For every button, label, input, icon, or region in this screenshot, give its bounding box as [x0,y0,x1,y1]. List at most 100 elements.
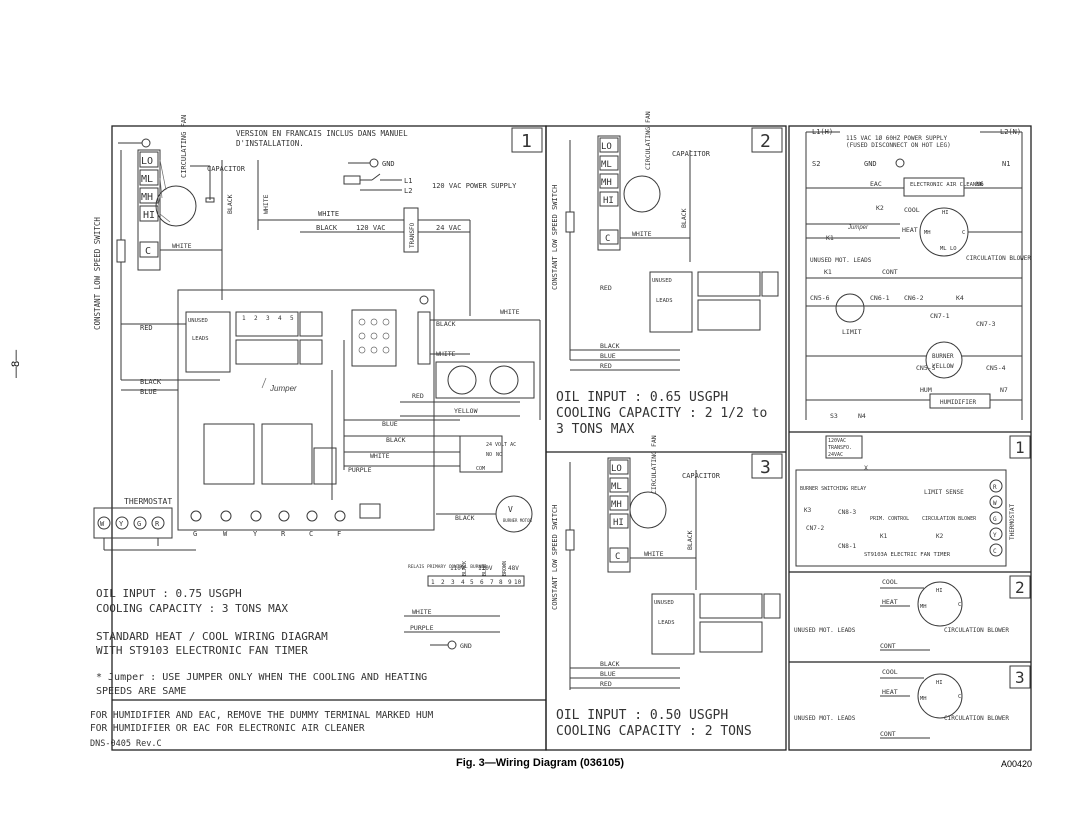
jumper-note-2: SPEEDS ARE SAME [96,686,186,697]
panel2-cooling-capacity-1: COOLING CAPACITY : 2 1/2 to [556,406,767,421]
white-wire-1: WHITE [262,194,270,214]
jumper-note-1: * Jumper : USE JUMPER ONLY WHEN THE COOL… [96,672,427,683]
svg-text:BROWN: BROWN [502,561,508,576]
red-label: RED [140,324,153,332]
ladder-k1c: K1 [880,533,888,540]
board-screw-terminals: G W Y R C F [190,510,346,538]
blue-label-mid: BLUE [382,420,398,428]
bt-3: 3 [266,315,270,322]
ladder-humidifier: HUMIDIFIER [940,399,977,406]
blower-motor-2 [917,581,963,627]
ladder-cn5-5: CN5-5 [916,364,936,372]
rt-10: 10 [514,579,522,586]
p2-tap-lo: LO [601,142,612,152]
p2-tap-mh: MH [601,178,612,188]
m1-hi: HI [942,210,949,216]
p3-tap-hi: HI [613,518,624,528]
bs-g: G [193,530,197,538]
m2-mh: MH [920,604,927,610]
m1-mh: MH [924,230,931,236]
p2-speed-switch: CONSTANT LOW SPEED SWITCH [551,185,559,290]
relay-nc: NC [496,452,502,458]
tap-hi: HI [143,210,155,221]
p3-unused: UNUSED [654,600,674,606]
svg-text:BLUE: BLUE [482,564,488,576]
ladder-thermostat: THERMOSTAT [1009,503,1016,540]
ladder-burner: BURNER [932,353,954,360]
capacitor-2 [489,365,519,395]
bs-f: F [337,530,341,538]
s2-heat: HEAT [882,598,898,606]
ladder-eac-label: ELECTRONIC AIR CLEANER [910,182,984,188]
panel2-cooling-capacity-2: 3 TONS MAX [556,422,634,437]
s3-circulation: CIRCULATION BLOWER [944,715,1009,722]
p3-black2: BLACK [600,660,620,668]
rt-9: 9 [508,579,512,586]
burner-motor-label: BURNER MOTOR [503,518,532,523]
panel3-cooling-capacity: COOLING CAPACITY : 2 TONS [556,724,752,739]
m1-lo: LO [950,246,957,252]
l2-label: L2 [404,187,412,195]
ladder-s3: S3 [830,412,838,420]
page-number: —8— [10,349,22,378]
panel2-oil-input: OIL INPUT : 0.65 USGPH [556,390,728,405]
ladder-cn5-4: CN5-4 [986,364,1006,372]
tt-g: G [137,520,141,528]
ladder-k1b: K1 [824,268,832,276]
ladder-transfo: TRANSFO. [828,445,852,451]
bs-c: C [309,530,313,538]
relay-primary-label: RELAIS PRIMARY CONTROL BURNER [408,564,487,570]
white-label-mid: WHITE [500,308,520,316]
p3-tap-c: C [615,552,620,562]
ladder-burner-relay: BURNER SWITCHING RELAY [800,486,866,492]
transformer-label: TRANSFO [409,222,416,248]
ladder-supply-2: (FUSED DISCONNECT ON HOT LEG) [846,142,951,149]
panel3-number: 3 [760,457,771,478]
l1-label: L1 [404,177,412,185]
rt-2: 2 [441,579,445,586]
m3-c: C [958,694,961,700]
p3-capacitor: CAPACITOR [682,472,721,480]
jumper-label: Jumper [269,384,297,393]
capacitor-label: CAPACITOR [207,165,246,173]
ladder-24vac: 24VAC [828,452,843,458]
version-note-2: D'INSTALLATION. [236,139,304,148]
p3-tap-mh: MH [611,500,622,510]
white-label-top: WHITE [318,210,339,218]
ladder-limit: LIMIT [842,328,862,336]
ladder-cool: COOL [904,206,920,214]
rt-7: 7 [490,579,494,586]
ladder-gnd: GND [864,160,877,168]
ladder-k2: K2 [876,204,884,212]
ladder-k2c: K2 [936,533,944,540]
lt-r: R [993,484,997,491]
white-label-mid3: WHITE [370,452,390,460]
leads-label: LEADS [192,336,209,342]
red-label-cap: RED [412,392,424,400]
gnd-label: GND [382,160,395,168]
speed-taps: LO ML MH HI C [139,151,159,258]
thermostat-terminals: W Y G R [97,516,165,530]
lt-c: C [993,548,997,555]
speed-switch-label: CONSTANT LOW SPEED SWITCH [93,217,102,330]
purple-label-bottom: PURPLE [410,624,434,632]
tap-ml: ML [141,174,153,185]
p3-speed-switch: CONSTANT LOW SPEED SWITCH [551,505,559,610]
s3-cont: CONT [880,730,896,738]
ladder-n7: N7 [1000,386,1008,394]
black-label-low: BLACK [140,378,162,386]
tt-w: W [100,520,105,528]
lt-g: G [993,516,997,523]
ladder-thermo-terminals: R W G Y C [989,479,1003,557]
ladder-cn6-2: CN6-2 [904,294,924,302]
tt-r: R [155,520,160,528]
s3-heat: HEAT [882,688,898,696]
p2-black: BLACK [680,208,688,228]
gnd-bottom: GND [460,642,472,650]
ladder-hum: HUM [920,386,932,394]
speed-tap-block [137,149,161,271]
p2-tap-hi: HI [603,196,614,206]
burner-motor-ladder [925,341,963,379]
m1-ml: ML [940,246,947,252]
panel2-number: 2 [760,131,771,152]
